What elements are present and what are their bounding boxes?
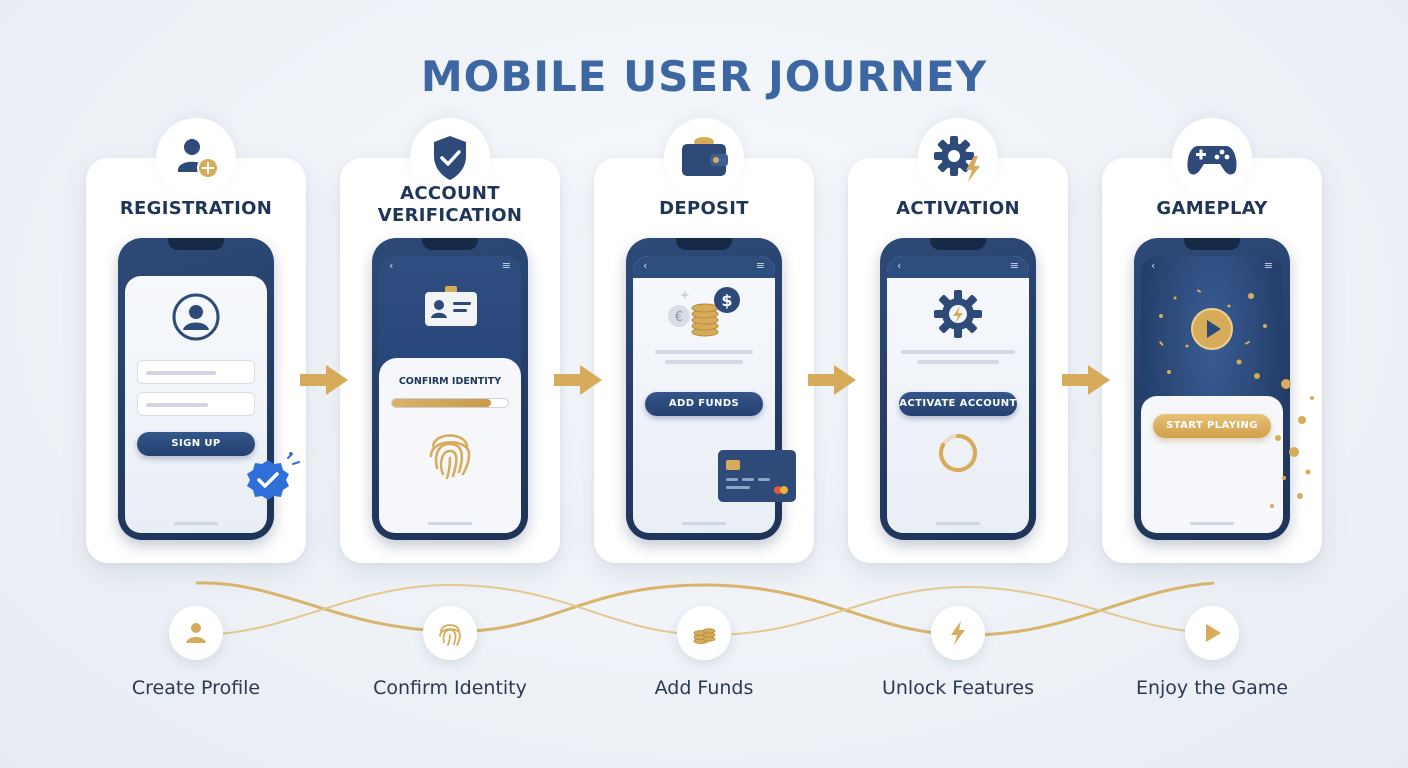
back-icon[interactable]: ‹ (643, 259, 648, 272)
user-icon (169, 606, 223, 660)
loading-ring-icon (939, 434, 977, 472)
phone-mockup: ‹ ≡ CONFIRM IDENTITY (372, 238, 528, 540)
phone-mockup: SIGN UP (118, 238, 274, 540)
progress-bar (391, 398, 509, 408)
bolt-icon (931, 606, 985, 660)
phone-mockup: ‹≡ (880, 238, 1036, 540)
phone-mockup: ‹ ≡ START PLAYING (1134, 238, 1290, 540)
start-playing-button[interactable]: START PLAYING (1153, 414, 1271, 438)
step-caption: Confirm Identity (373, 677, 527, 699)
gear-icon (934, 290, 982, 338)
step-caption: Enjoy the Game (1135, 677, 1289, 699)
step-caption: Create Profile (131, 677, 261, 699)
name-field[interactable] (137, 360, 255, 384)
coins-dollar-icon: € $ (668, 287, 740, 337)
back-icon[interactable]: ‹ (389, 259, 394, 272)
menu-icon[interactable]: ≡ (755, 259, 765, 272)
arrow-right-icon (300, 365, 348, 395)
phone-mockup: ‹ ≡ € $ ADD FUNDS (626, 238, 782, 540)
gamepad-icon (1172, 118, 1252, 198)
step-title: ACTIVATION (896, 198, 1020, 219)
step-caption: Unlock Features (881, 677, 1035, 699)
play-button-icon[interactable] (1189, 306, 1235, 352)
fingerprint-icon (423, 606, 477, 660)
step-title: DEPOSIT (659, 198, 749, 219)
shield-check-icon (410, 118, 490, 198)
step-card-gameplay: GAMEPLAY ‹ ≡ START PLAYING (1102, 118, 1322, 563)
step-title: GAMEPLAY (1156, 198, 1268, 219)
confetti-decoration (1158, 289, 1267, 379)
menu-icon[interactable]: ≡ (1263, 259, 1273, 272)
confirm-identity-label: CONFIRM IDENTITY (398, 376, 502, 387)
email-field[interactable] (137, 392, 255, 416)
step-card-activation: ACTIVATION ‹≡ (848, 118, 1068, 563)
activate-account-button[interactable]: ACTIVATE ACCOUNT (899, 392, 1017, 416)
step-card-deposit: DEPOSIT ‹ ≡ € $ ADD FUNDS (594, 118, 814, 563)
arrow-right-icon (1062, 365, 1110, 395)
step-title: REGISTRATION (119, 198, 273, 219)
coins-icon (677, 606, 731, 660)
sign-up-button[interactable]: SIGN UP (137, 432, 255, 456)
sparkles-decoration (1270, 379, 1314, 508)
arrow-right-icon (554, 365, 602, 395)
back-icon[interactable]: ‹ (897, 259, 902, 272)
avatar-icon (172, 293, 220, 341)
fingerprint-icon (429, 434, 471, 480)
gear-bolt-icon (918, 118, 998, 198)
menu-icon[interactable]: ≡ (501, 259, 511, 272)
step-caption: Add Funds (654, 677, 754, 699)
svg-text:€: € (675, 310, 683, 325)
id-card-icon (425, 286, 477, 326)
step-card-registration: REGISTRATION SIGN UP (86, 118, 306, 563)
arrow-right-icon (808, 365, 856, 395)
add-funds-button[interactable]: ADD FUNDS (645, 392, 763, 416)
page-title: MOBILE USER JOURNEY (420, 52, 988, 101)
back-icon[interactable]: ‹ (1151, 259, 1156, 272)
credit-card-icon (718, 450, 796, 502)
wallet-icon (664, 118, 744, 198)
svg-text:$: $ (721, 291, 732, 310)
menu-icon[interactable]: ≡ (1009, 259, 1019, 272)
verified-badge-icon (247, 452, 300, 500)
play-icon (1185, 606, 1239, 660)
user-add-icon (156, 118, 236, 198)
